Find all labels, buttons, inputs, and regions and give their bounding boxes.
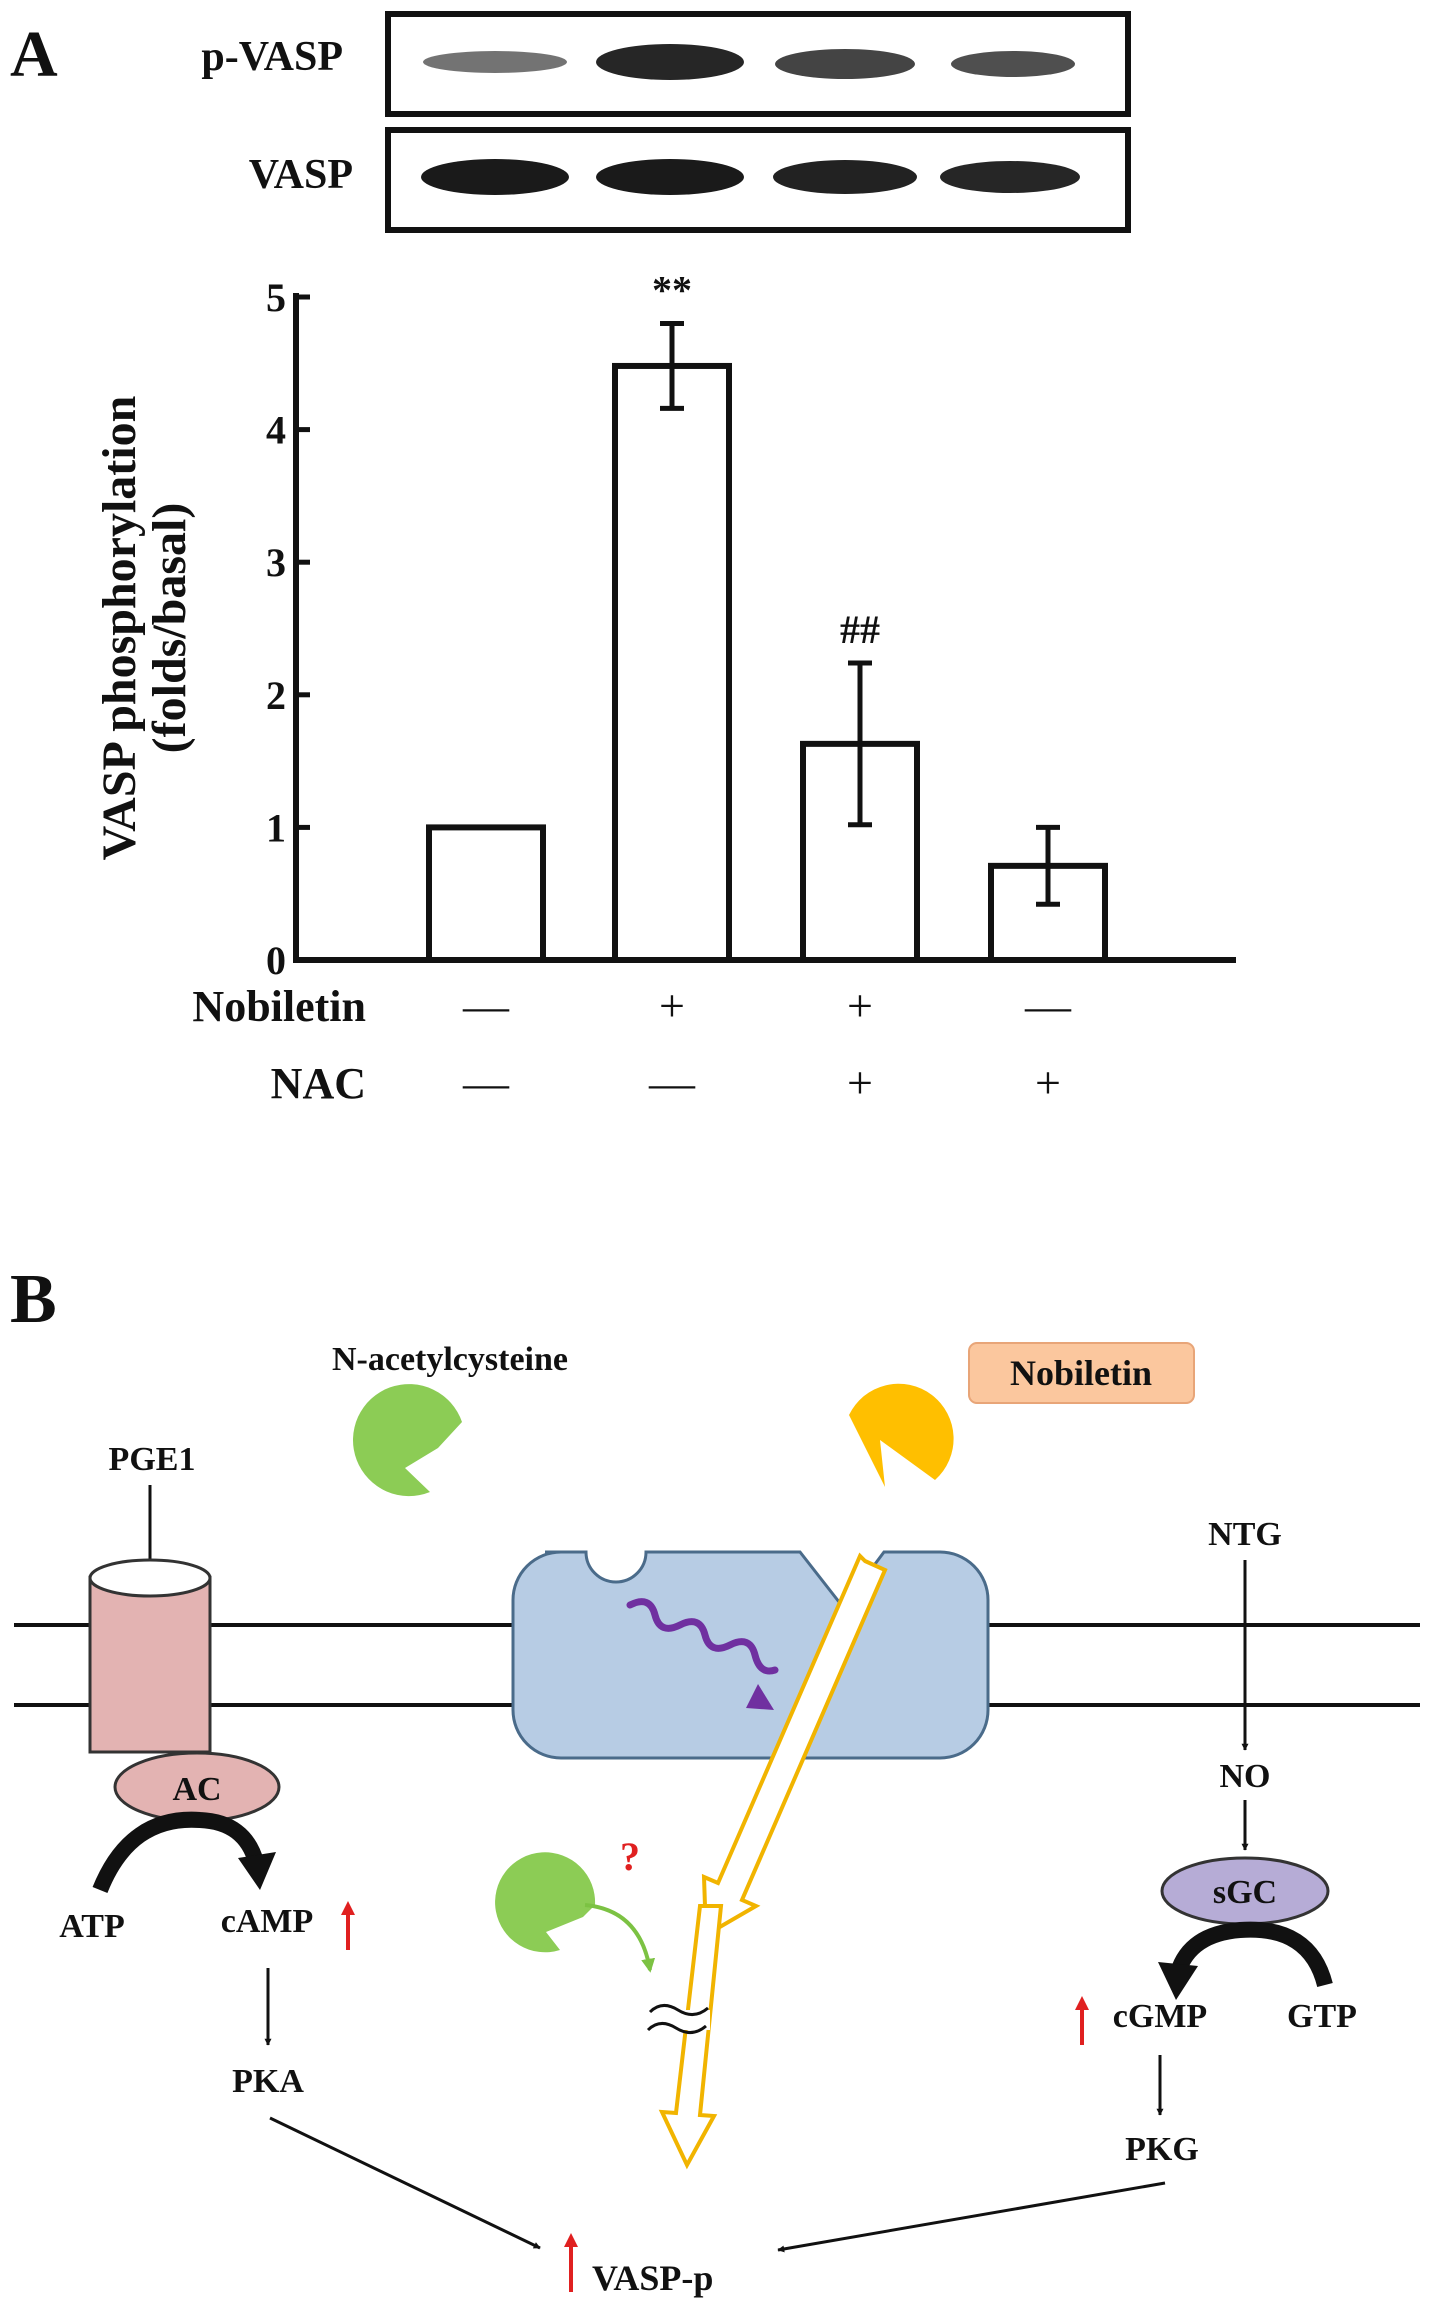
blot-label-vasp: VASP xyxy=(249,152,353,198)
blot-vasp xyxy=(385,127,1131,233)
hollow-down-arrow xyxy=(658,1904,724,2170)
y-tick-label: 0 xyxy=(266,938,286,983)
y-tick-label: 4 xyxy=(266,408,286,453)
annotation-2: ## xyxy=(840,607,880,652)
y-tick-label: 5 xyxy=(266,275,286,320)
nac-molecule xyxy=(353,1384,462,1497)
gtp-label: GTP xyxy=(1287,1998,1357,2035)
error-bar-2 xyxy=(848,660,872,828)
cgmp-label: cGMP xyxy=(1113,1998,1207,2035)
receptor xyxy=(511,1550,990,1760)
nac-label: N-acetylcysteine xyxy=(332,1341,568,1378)
pkg-to-vasp-arrow xyxy=(777,2181,1166,2253)
nobiletin-molecule xyxy=(849,1383,954,1487)
condition-sign: + xyxy=(847,1057,873,1108)
condition-sign: — xyxy=(462,1057,510,1108)
pka-to-vasp-arrow xyxy=(269,2116,541,2250)
condition-sign: + xyxy=(659,980,685,1031)
error-bars xyxy=(660,321,1060,907)
y-tick-label: 1 xyxy=(266,805,286,850)
sgc-conversion-arrow xyxy=(1170,1921,1333,1988)
sgc-enzyme: sGC xyxy=(1160,1856,1330,1926)
question-mark: ? xyxy=(620,1834,640,1879)
signal-squiggle xyxy=(626,1598,779,1675)
y-axis-label: VASP phosphorylation(folds/basal) xyxy=(93,396,196,861)
error-bar-3 xyxy=(1036,824,1060,907)
error-bar-1 xyxy=(660,321,684,411)
vasp-p-label: VASP-p xyxy=(592,2258,713,2298)
y-axis-ticks: 0 1 2 3 4 5 xyxy=(266,275,310,983)
bar-1 xyxy=(612,362,732,963)
ac-conversion-arrow xyxy=(92,1811,264,1894)
y-tick-label: 2 xyxy=(266,673,286,718)
no-label: NO xyxy=(1220,1758,1271,1795)
nobiletin-label-box: Nobiletin xyxy=(968,1342,1195,1404)
pka-label: PKA xyxy=(232,2063,304,2100)
condition-sign: — xyxy=(1024,980,1072,1031)
arrow-break xyxy=(646,2004,710,2034)
condition-sign: + xyxy=(1035,1057,1061,1108)
condition-label-1: NAC xyxy=(271,1059,366,1108)
blot-label-pvasp: p-VASP xyxy=(201,34,343,80)
ntg-label: NTG xyxy=(1208,1516,1282,1553)
significance-annotations: ** ## xyxy=(652,268,880,652)
bar-chart: VASP phosphorylation(folds/basal) 0 1 2 3 4 5… xyxy=(93,268,1236,1108)
condition-sign: — xyxy=(462,980,510,1031)
treatment-conditions: Nobiletin — + + — NAC — — + + xyxy=(192,980,1072,1108)
y-tick-label: 3 xyxy=(266,540,286,585)
ac-channel xyxy=(88,1558,212,1754)
pkg-label: PKG xyxy=(1125,2131,1199,2168)
pge1-label: PGE1 xyxy=(109,1441,196,1478)
nac-molecule-inside xyxy=(495,1852,596,1953)
nobiletin-label: Nobiletin xyxy=(1010,1353,1152,1393)
ac-enzyme: AC xyxy=(113,1751,281,1823)
bar-0 xyxy=(426,824,546,964)
atp-label: ATP xyxy=(59,1908,124,1945)
annotation-1: ** xyxy=(652,268,692,313)
bars xyxy=(426,362,1108,964)
panel-a-letter: A xyxy=(10,18,58,91)
condition-sign: + xyxy=(847,980,873,1031)
condition-label-0: Nobiletin xyxy=(192,982,366,1031)
blot-pvasp xyxy=(385,11,1131,117)
condition-sign: — xyxy=(648,1057,696,1108)
ac-label: AC xyxy=(172,1771,221,1808)
sgc-label: sGC xyxy=(1213,1874,1277,1911)
camp-label: cAMP xyxy=(221,1903,314,1940)
nac-effect-arrow xyxy=(584,1903,656,1973)
panel-b-letter: B xyxy=(10,1261,57,1338)
